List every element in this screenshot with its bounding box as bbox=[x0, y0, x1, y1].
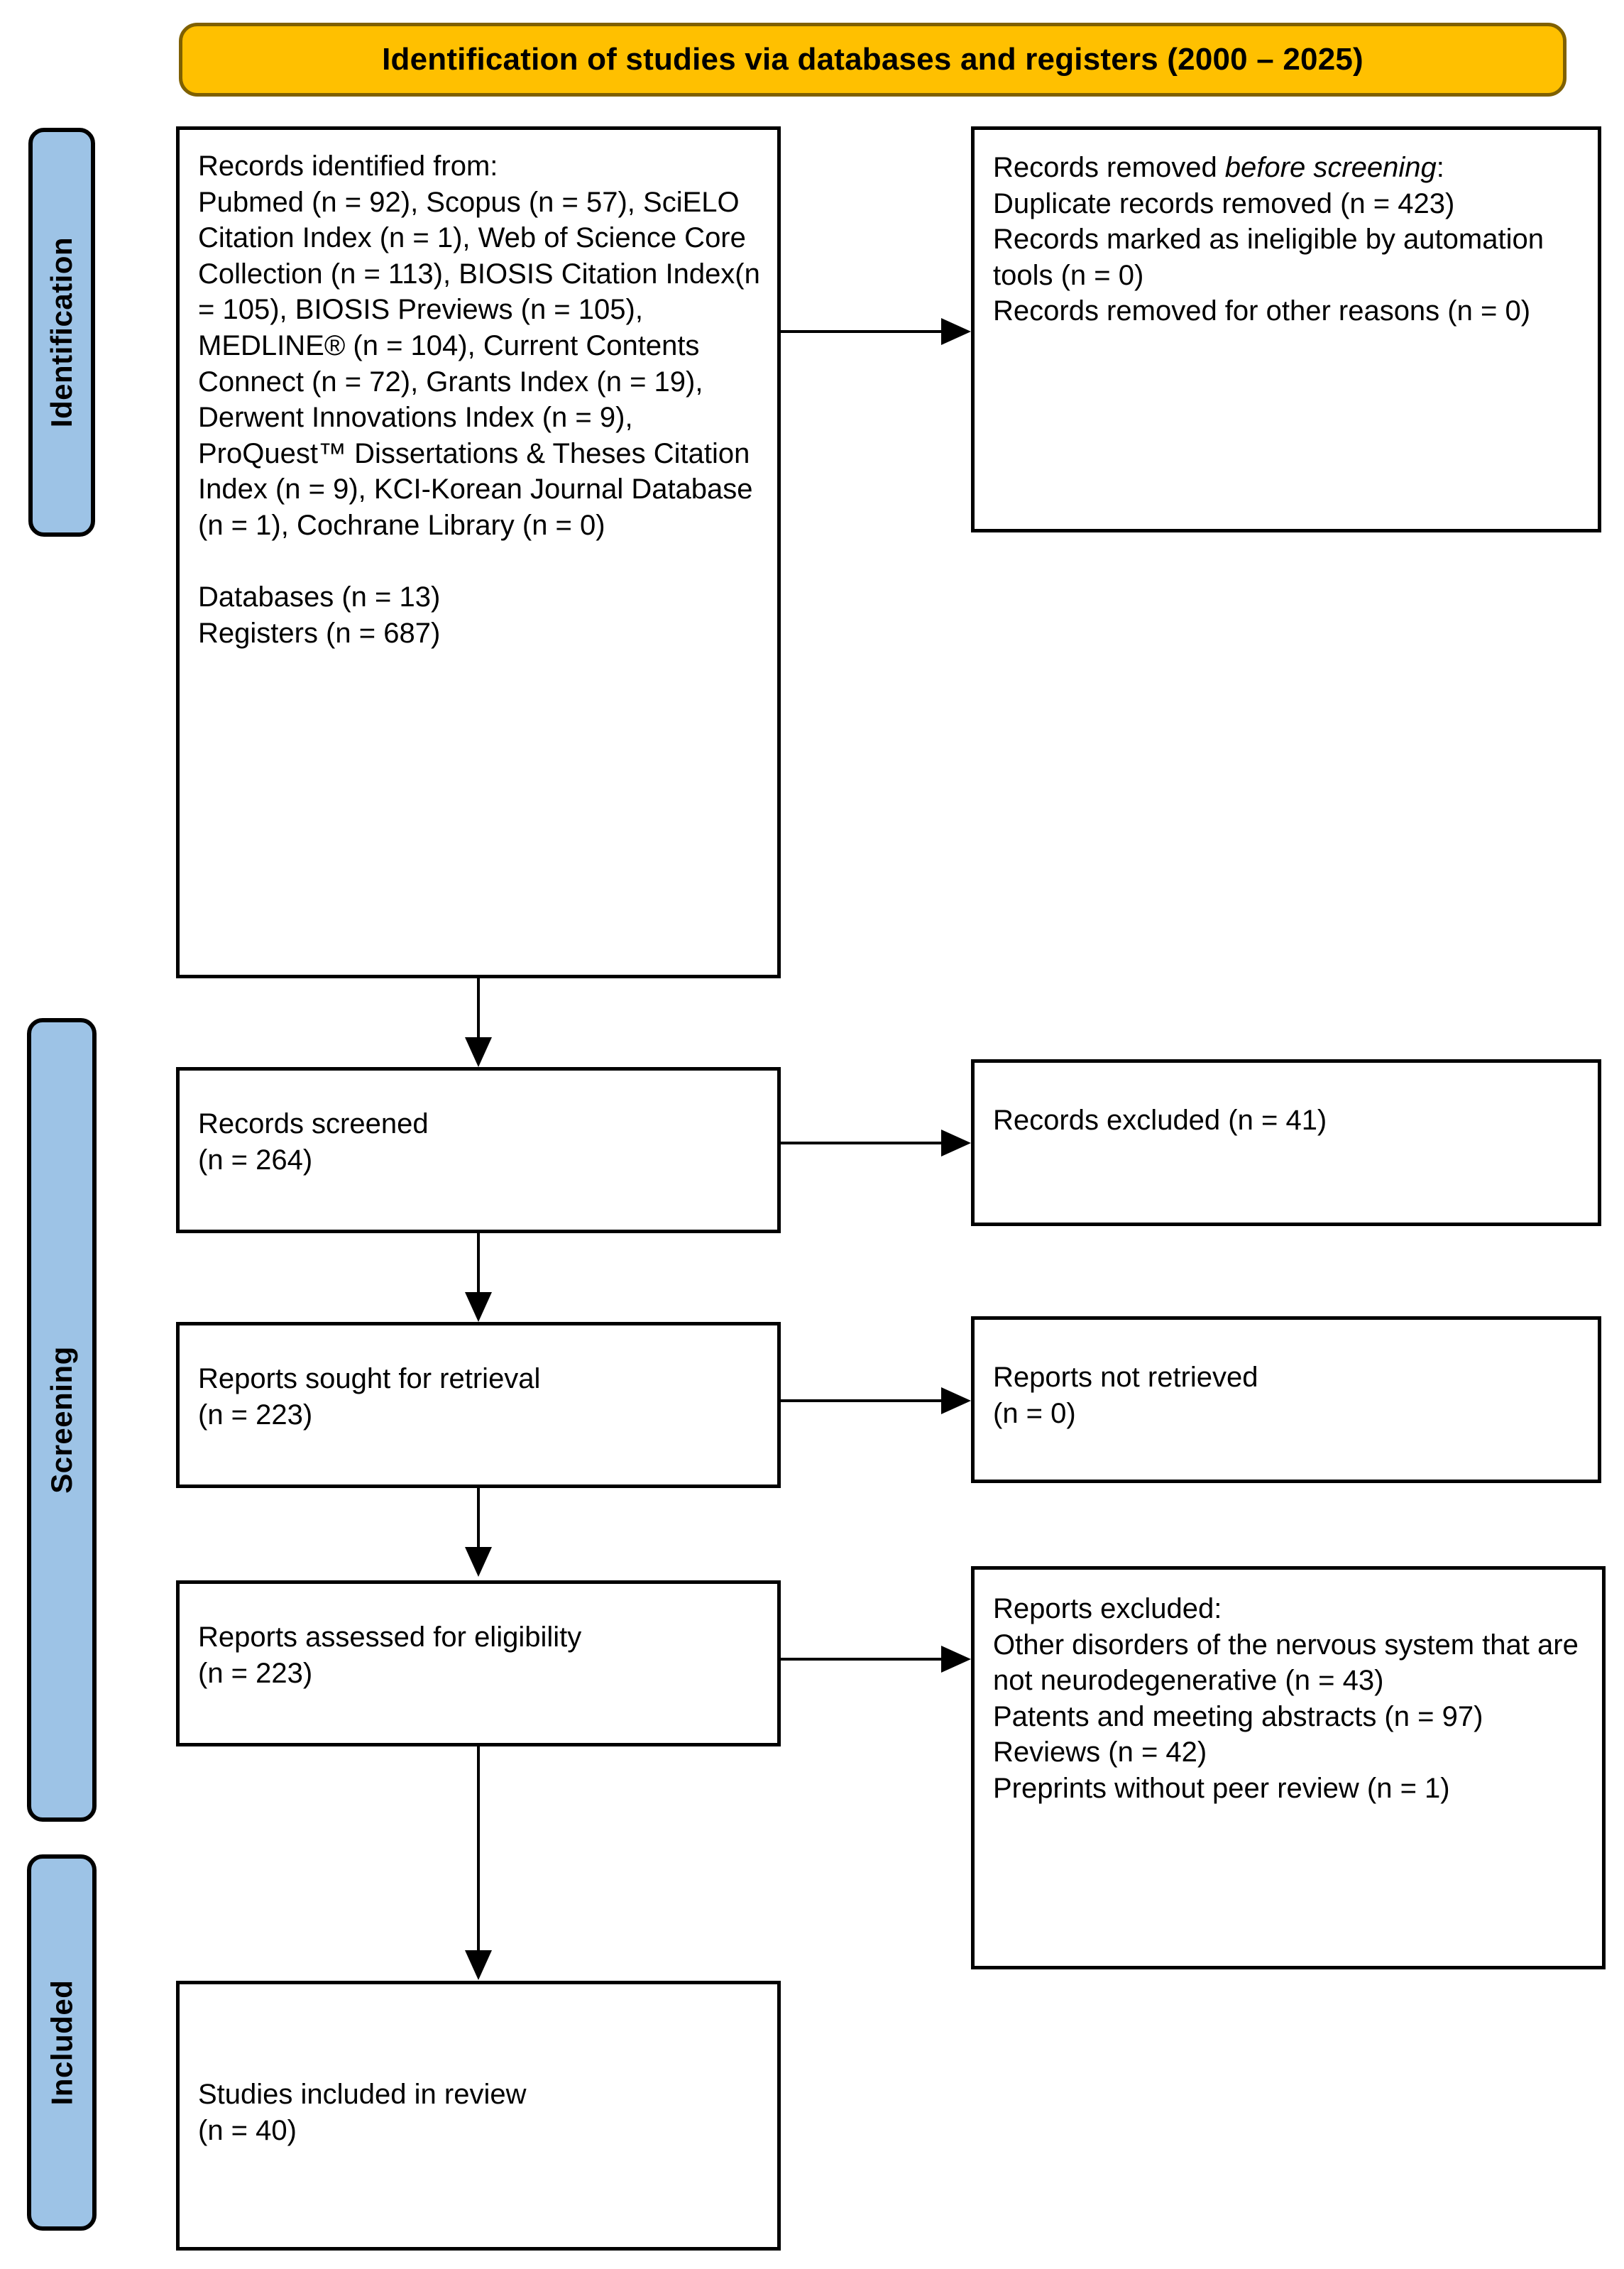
box-reports-excluded: Reports excluded: Other disorders of the… bbox=[971, 1566, 1606, 1969]
arrowhead-identified-to-removed bbox=[941, 318, 971, 345]
box-reports-sought-for-retrieval: Reports sought for retrieval (n = 223) bbox=[176, 1322, 781, 1488]
arrowhead-screened-to-excluded bbox=[941, 1130, 971, 1157]
box-records-removed-before-screening: Records removed before screening: Duplic… bbox=[971, 126, 1601, 532]
arrowhead-sought-to-assessed bbox=[465, 1547, 492, 1577]
arrowhead-assessed-to-included bbox=[465, 1950, 492, 1980]
box-records-excluded: Records excluded (n = 41) bbox=[971, 1059, 1601, 1226]
records-removed-line-other: Records removed for other reasons (n = 0… bbox=[993, 295, 1531, 327]
records-removed-heading-suffix: : bbox=[1436, 152, 1444, 183]
stage-label-included: Included bbox=[45, 1979, 78, 2106]
records-removed-line-automation: Records marked as ineligible by automati… bbox=[993, 224, 1552, 291]
connector-assessed-to-included bbox=[477, 1746, 480, 1952]
stage-rail-included: Included bbox=[27, 1854, 97, 2231]
box-records-screened-text: Records screened (n = 264) bbox=[198, 1108, 429, 1176]
box-studies-included-in-review: Studies included in review (n = 40) bbox=[176, 1981, 781, 2251]
box-reports-excluded-text: Reports excluded: Other disorders of the… bbox=[993, 1593, 1579, 1804]
box-reports-sought-text: Reports sought for retrieval (n = 223) bbox=[198, 1363, 541, 1431]
diagram-title-banner: Identification of studies via databases … bbox=[179, 23, 1567, 97]
box-records-screened: Records screened (n = 264) bbox=[176, 1067, 781, 1233]
records-removed-line-duplicates: Duplicate records removed (n = 423) bbox=[993, 187, 1455, 219]
records-removed-heading-italic: before screening bbox=[1224, 152, 1437, 183]
box-records-removed-text: Records removed before screening: Duplic… bbox=[993, 148, 1581, 329]
box-reports-assessed-for-eligibility: Reports assessed for eligibility (n = 22… bbox=[176, 1580, 781, 1746]
diagram-title-text: Identification of studies via databases … bbox=[382, 42, 1364, 77]
connector-screened-to-excluded bbox=[781, 1142, 945, 1144]
box-reports-not-retrieved-text: Reports not retrieved (n = 0) bbox=[993, 1362, 1258, 1429]
arrowhead-identified-to-screened bbox=[465, 1037, 492, 1067]
stage-rail-screening: Screening bbox=[27, 1018, 97, 1822]
stage-label-identification: Identification bbox=[45, 236, 78, 428]
connector-screened-to-sought bbox=[477, 1233, 480, 1294]
box-reports-assessed-text: Reports assessed for eligibility (n = 22… bbox=[198, 1622, 582, 1689]
arrowhead-assessed-to-excluded bbox=[941, 1646, 971, 1673]
connector-assessed-to-excluded bbox=[781, 1658, 945, 1661]
arrowhead-screened-to-sought bbox=[465, 1292, 492, 1322]
arrowhead-sought-to-not-retrieved bbox=[941, 1387, 971, 1414]
box-records-identified: Records identified from: Pubmed (n = 92)… bbox=[176, 126, 781, 978]
box-reports-not-retrieved: Reports not retrieved (n = 0) bbox=[971, 1316, 1601, 1483]
stage-rail-identification: Identification bbox=[28, 128, 95, 537]
records-removed-heading-prefix: Records removed bbox=[993, 152, 1225, 183]
connector-identified-to-removed bbox=[781, 330, 945, 333]
box-records-identified-text: Records identified from: Pubmed (n = 92)… bbox=[198, 151, 760, 649]
stage-label-screening: Screening bbox=[45, 1346, 79, 1494]
connector-sought-to-assessed bbox=[477, 1488, 480, 1549]
connector-sought-to-not-retrieved bbox=[781, 1399, 945, 1402]
connector-identified-to-screened bbox=[477, 978, 480, 1039]
box-studies-included-text: Studies included in review (n = 40) bbox=[198, 2079, 527, 2146]
box-records-excluded-text: Records excluded (n = 41) bbox=[993, 1105, 1327, 1136]
